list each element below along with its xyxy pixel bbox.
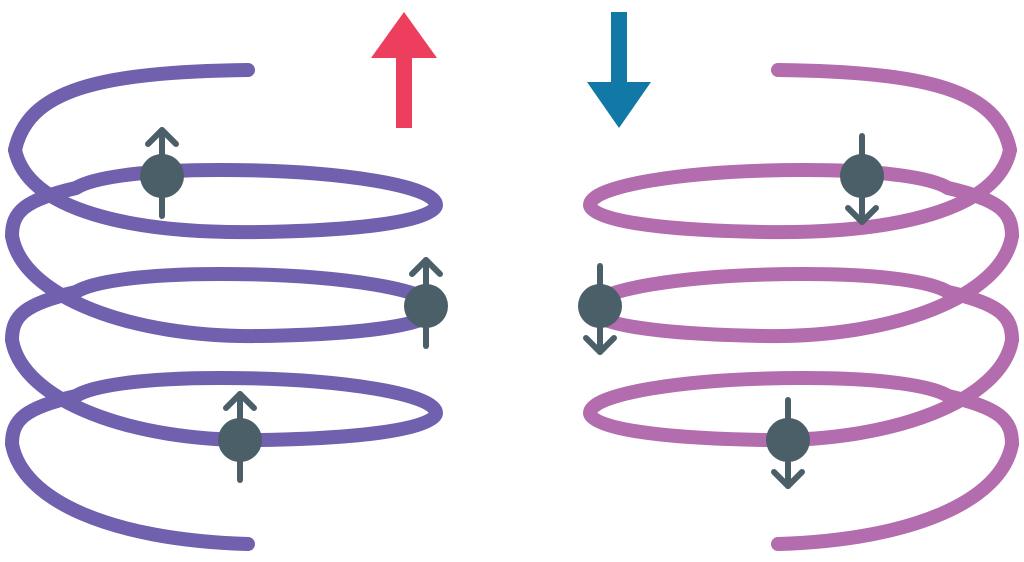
- electron-icon: [218, 391, 262, 483]
- electrons-spin-down: [578, 133, 884, 489]
- electron-ball: [218, 418, 262, 462]
- right-coil-front-arc-3: [582, 333, 1019, 448]
- left-coil-back-arc-1: [8, 63, 255, 157]
- electron-ball: [578, 284, 622, 328]
- electron-ball: [766, 418, 810, 462]
- spin-down-arrow-icon: [587, 12, 651, 128]
- electron-ball: [140, 154, 184, 198]
- electron-icon: [578, 263, 622, 355]
- left-coil-front-arc-4: [5, 437, 255, 551]
- right-coil-front-arc-1: [582, 143, 1017, 240]
- spin-arrowhead-icon: [771, 469, 805, 489]
- electrons-spin-up: [140, 127, 448, 483]
- right-coil-front-arc-4: [771, 437, 1019, 551]
- electron-ball: [404, 284, 448, 328]
- spin-arrowhead-icon: [583, 335, 617, 355]
- right-coil-front-arc-2: [582, 229, 1019, 344]
- left-coil-front-arc-3: [5, 333, 444, 448]
- left-coil: [5, 63, 444, 551]
- spin-arrowhead-icon: [845, 205, 879, 225]
- left-coil-front-arc-1: [8, 143, 444, 240]
- left-coil-front-arc-2: [5, 229, 444, 344]
- spin-arrowhead-icon: [145, 127, 179, 147]
- electron-icon: [404, 257, 448, 349]
- right-coil-back-arc-1: [771, 63, 1017, 157]
- electron-icon: [766, 397, 810, 489]
- spin-arrowhead-icon: [409, 257, 443, 277]
- electron-ball: [840, 154, 884, 198]
- electron-icon: [840, 133, 884, 225]
- spin-arrowhead-icon: [223, 391, 257, 411]
- spin-up-arrow-icon: [371, 12, 437, 128]
- electron-icon: [140, 127, 184, 219]
